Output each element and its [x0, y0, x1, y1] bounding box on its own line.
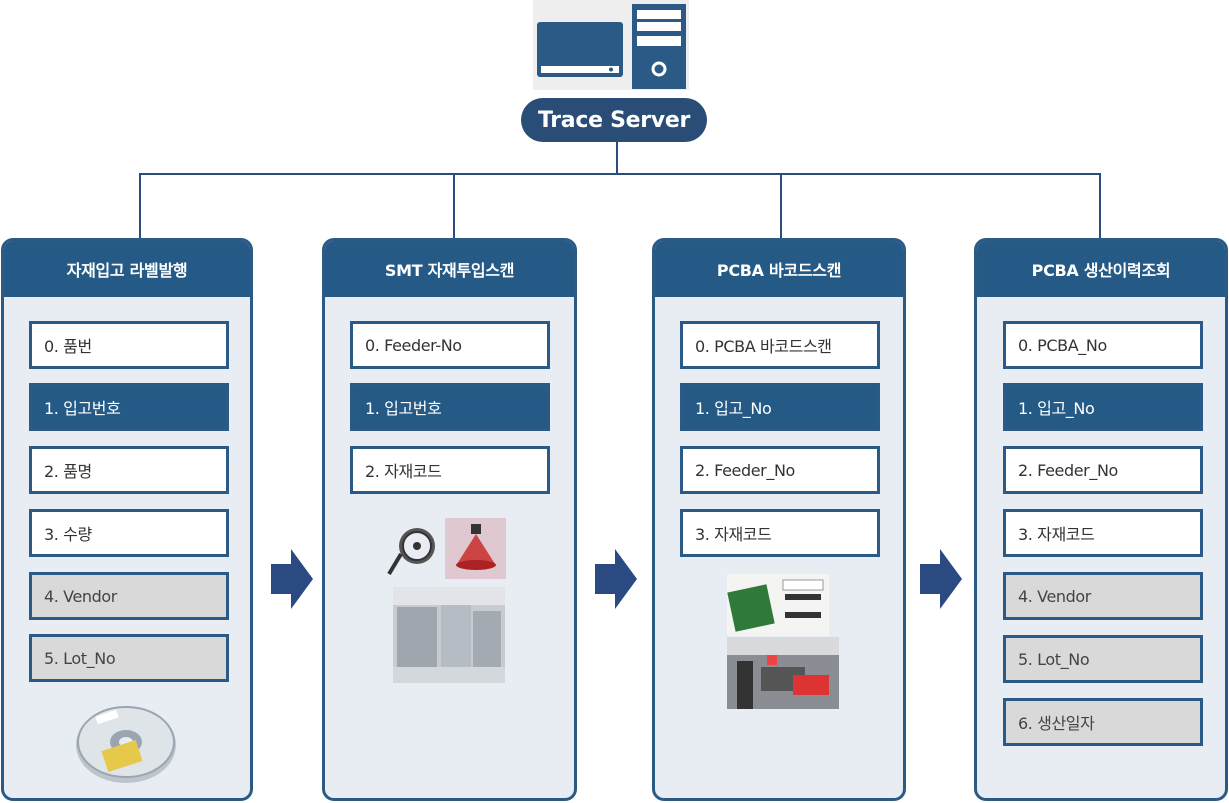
pcb-label-image — [727, 574, 829, 636]
column-pcba-barcode-scan: PCBA 바코드스캔 0. PCBA 바코드스캔 1. 입고_No 2. Fee… — [652, 238, 906, 801]
arrow-right-icon — [595, 549, 637, 609]
field-item: 2. Feeder_No — [1003, 446, 1203, 494]
field-item: 3. 자재코드 — [1003, 509, 1203, 557]
field-item: 0. PCBA 바코드스캔 — [680, 321, 880, 369]
column-title: PCBA 바코드스캔 — [655, 241, 903, 297]
smt-machine-image — [393, 587, 505, 683]
connector-line — [139, 173, 141, 239]
field-item: 0. 품번 — [29, 321, 229, 369]
column-title: SMT 자재투입스캔 — [325, 241, 574, 297]
field-item: 6. 생산일자 — [1003, 698, 1203, 746]
column-title: PCBA 생산이력조회 — [977, 241, 1225, 297]
component-reel-image — [74, 699, 178, 789]
column-material-receipt: 자재입고 라벨발행 0. 품번 1. 입고번호 2. 품명 3. 수량 4. V… — [1, 238, 253, 801]
column-title: 자재입고 라벨발행 — [4, 241, 250, 297]
field-item: 2. Feeder_No — [680, 446, 880, 494]
connector-line — [1099, 173, 1101, 239]
field-item: 2. 품명 — [29, 446, 229, 494]
column-smt-input-scan: SMT 자재투입스캔 0. Feeder-No 1. 입고번호 2. 자재코드 — [322, 238, 577, 801]
field-item: 4. Vendor — [1003, 572, 1203, 620]
field-item: 3. 자재코드 — [680, 509, 880, 557]
barcode-scanner-image — [445, 518, 506, 579]
connector-line — [139, 173, 1101, 175]
arrow-right-icon — [920, 549, 962, 609]
field-item: 1. 입고_No — [680, 383, 880, 431]
arrow-right-icon — [271, 549, 313, 609]
column-pcba-history: PCBA 생산이력조회 0. PCBA_No 1. 입고_No 2. Feede… — [974, 238, 1228, 801]
field-item: 5. Lot_No — [29, 634, 229, 682]
connector-line — [780, 173, 782, 239]
field-item: 1. 입고번호 — [350, 383, 550, 431]
field-item: 2. 자재코드 — [350, 446, 550, 494]
computer-server-icon — [533, 0, 689, 90]
field-item: 1. 입고_No — [1003, 383, 1203, 431]
scanner-machine-image — [727, 637, 839, 709]
trace-server-label: Trace Server — [521, 98, 707, 142]
field-item: 5. Lot_No — [1003, 635, 1203, 683]
field-item: 3. 수량 — [29, 509, 229, 557]
field-item: 0. PCBA_No — [1003, 321, 1203, 369]
field-item: 0. Feeder-No — [350, 321, 550, 369]
connector-line — [616, 142, 618, 174]
field-item: 4. Vendor — [29, 572, 229, 620]
reel-icon — [387, 524, 441, 582]
field-item: 1. 입고번호 — [29, 383, 229, 431]
connector-line — [453, 173, 455, 239]
